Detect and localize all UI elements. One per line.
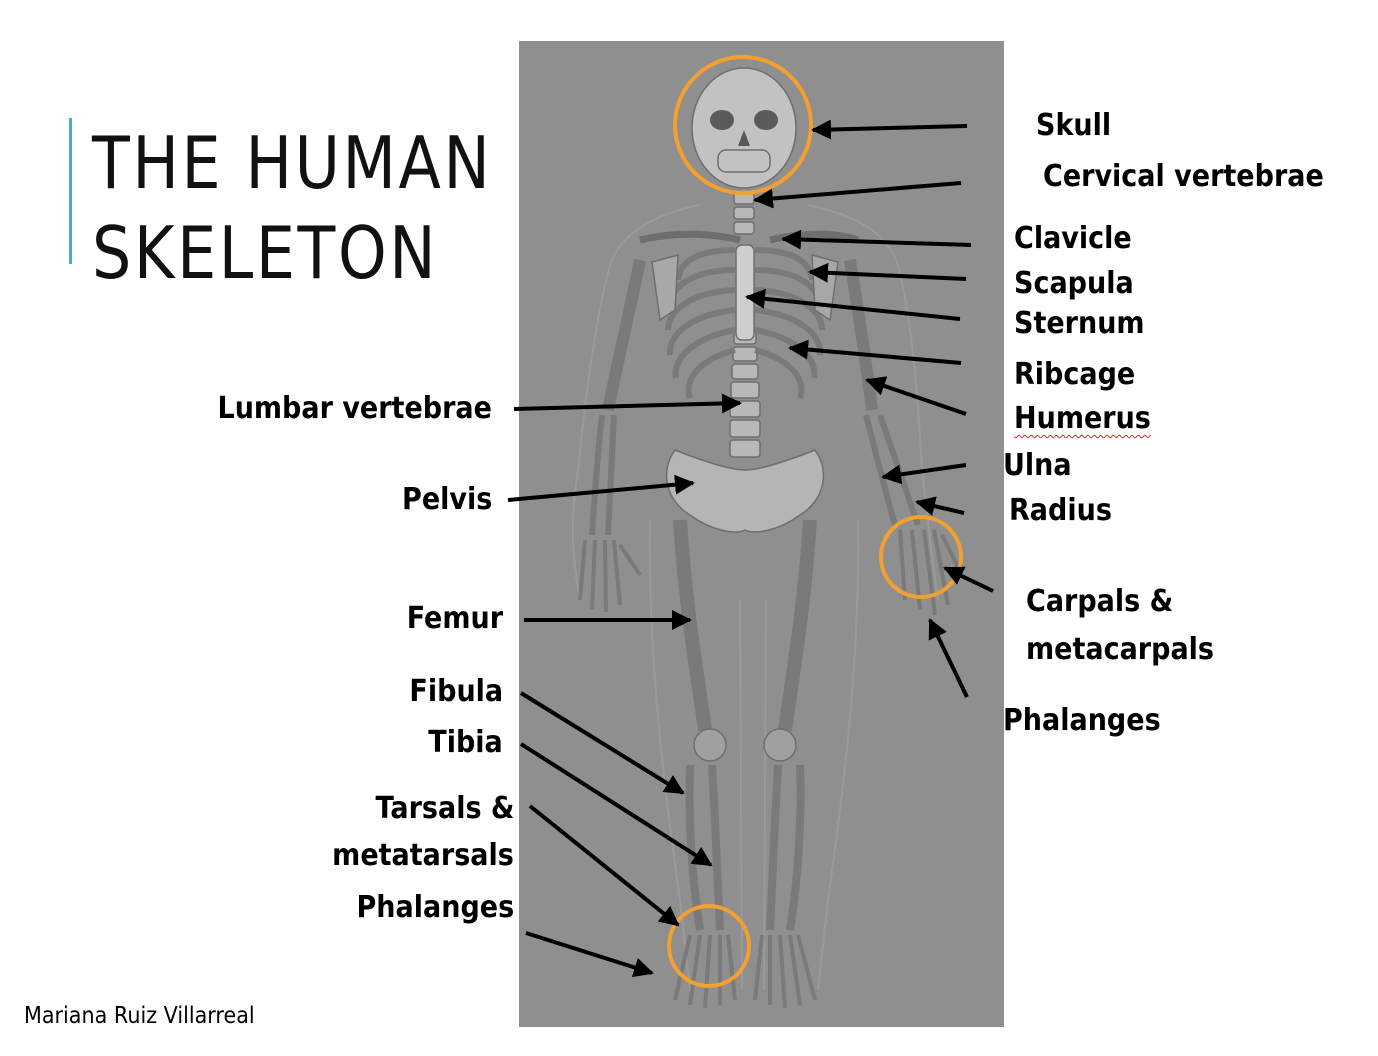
humerus-shape-left (608, 260, 640, 410)
arrow-tarsals (530, 806, 678, 925)
label-tarsals-line2: metatarsals (332, 838, 514, 874)
label-skull: Skull (1036, 108, 1111, 144)
skeleton-illustration (573, 68, 962, 1008)
kneecap-right (764, 729, 796, 761)
label-fibula: Fibula (409, 674, 503, 710)
label-femur: Femur (407, 601, 503, 637)
label-humerus: Humerus (1014, 401, 1151, 437)
hand-left (580, 540, 640, 612)
label-sternum: Sternum (1014, 306, 1145, 342)
label-carpals-line1: Carpals & (1026, 584, 1173, 620)
label-carpals-line2: metacarpals (1026, 632, 1214, 668)
forearm-right (866, 415, 918, 525)
label-ulna: Ulna (1003, 448, 1072, 484)
lower-leg-right (770, 765, 801, 930)
scapula-shape-left (652, 255, 678, 320)
label-tibia: Tibia (429, 725, 503, 761)
arrow-phalanges-foot (526, 933, 652, 973)
label-ribcage: Ribcage (1014, 357, 1135, 393)
arrow-pelvis (508, 483, 693, 500)
arrow-phalanges-hand (930, 620, 967, 697)
arrow-lumbar (514, 403, 740, 409)
kneecap-left (694, 729, 726, 761)
label-tarsals-line1: Tarsals & (375, 791, 514, 827)
label-humerus-text: Humerus (1014, 401, 1151, 436)
image-credit: Mariana Ruiz Villarreal (24, 1003, 255, 1029)
jaw-shape (718, 150, 770, 172)
label-scapula: Scapula (1014, 266, 1134, 302)
femur-shape-left (680, 520, 705, 730)
arrow-skull (813, 126, 967, 130)
arrow-radius (917, 502, 964, 513)
arrow-cervical (755, 183, 961, 200)
label-phalanges-foot: Phalanges (356, 890, 514, 926)
label-phalanges-hand: Phalanges (1003, 703, 1161, 739)
arrow-tibia (521, 744, 711, 865)
label-lumbar-vertebrae: Lumbar vertebrae (218, 391, 492, 427)
hand-highlight-circle (881, 517, 961, 597)
scapula-shape (812, 255, 838, 320)
foot-left (675, 935, 735, 1008)
label-cervical-vertebrae: Cervical vertebrae (1043, 159, 1324, 195)
arrow-fibula (521, 693, 683, 793)
forearm-left (592, 415, 614, 535)
eye-socket-right (754, 110, 778, 130)
label-pelvis: Pelvis (402, 482, 492, 518)
sternum-shape (736, 245, 754, 340)
label-clavicle: Clavicle (1014, 221, 1132, 257)
humerus-shape-right (850, 260, 872, 410)
femur-shape-right (785, 520, 810, 730)
arrow-clavicle (783, 239, 971, 245)
arrow-ribcage (790, 348, 961, 363)
eye-socket-left (710, 110, 734, 130)
pelvis-shape (667, 450, 824, 532)
label-radius: Radius (1009, 493, 1112, 529)
